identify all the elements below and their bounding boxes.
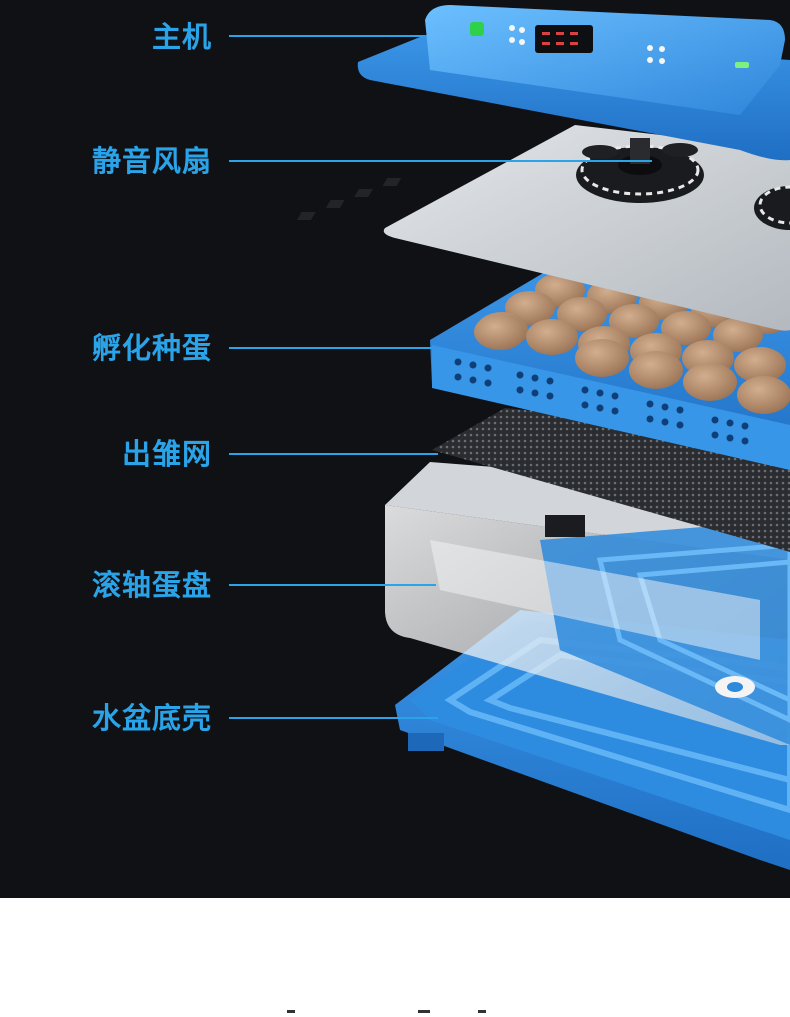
label-base: 水盆底壳: [91, 701, 212, 735]
label-eggs: 孵化种蛋: [91, 331, 212, 365]
leader-fan: [229, 160, 652, 162]
label-fan: 静音风扇: [91, 144, 212, 178]
fan-1-icon: [576, 138, 704, 203]
leader-host: [229, 35, 425, 37]
display-screen: [535, 25, 593, 53]
label-tray: 滚轴蛋盘: [91, 568, 212, 602]
host-controller: [357, 5, 790, 161]
fan-2-icon: [754, 185, 790, 230]
exploded-view-panel: 主机 静音风扇 孵化种蛋 出雏网 滚轴蛋盘 水盆底壳: [0, 0, 790, 898]
leader-net: [229, 453, 438, 455]
leader-base: [229, 717, 438, 719]
footer-fragment: [287, 1010, 295, 1013]
footer-fragment: [418, 1010, 430, 1013]
leader-tray: [229, 584, 436, 586]
fan-plate: [296, 125, 790, 331]
footer-area: [0, 898, 790, 1017]
status-led-icon: [470, 22, 484, 36]
label-host: 主机: [151, 20, 212, 54]
footer-fragment: [478, 1010, 486, 1013]
incubator-exploded-illustration: [296, 5, 790, 870]
leader-eggs: [229, 347, 432, 349]
label-net: 出雏网: [121, 437, 212, 471]
